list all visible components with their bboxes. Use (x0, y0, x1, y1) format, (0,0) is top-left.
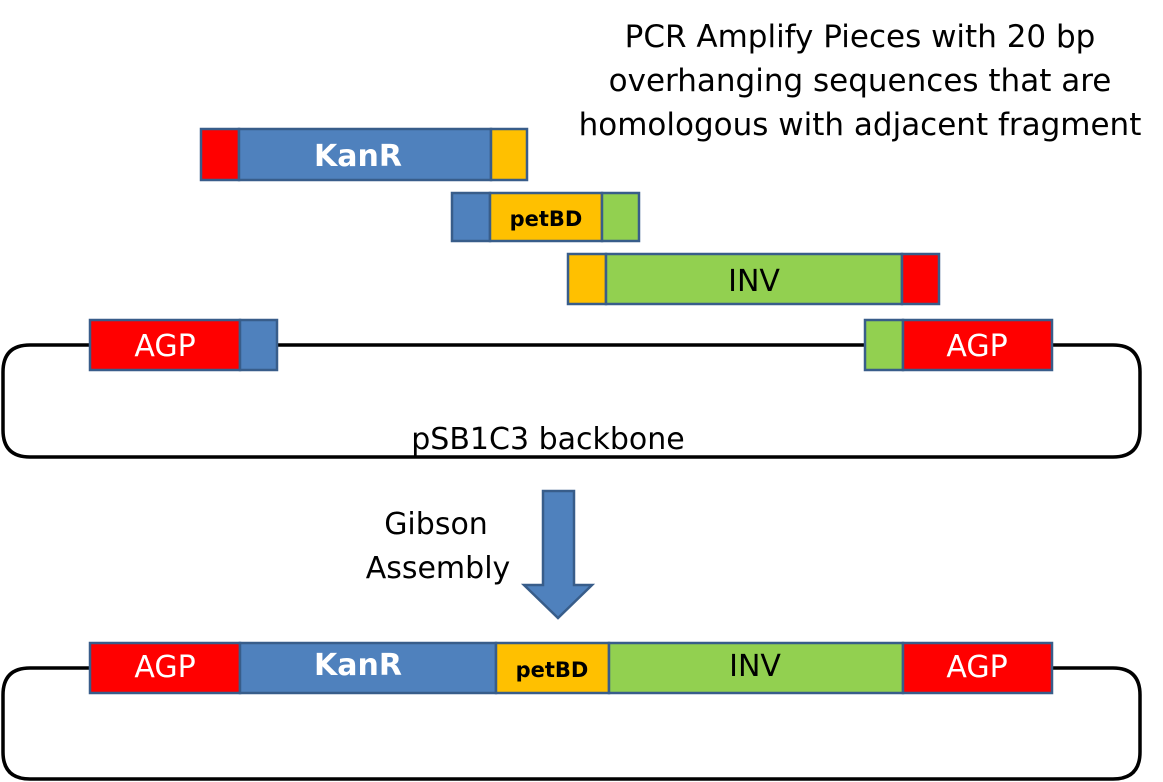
assembled-backbone-line (1, 666, 1142, 781)
backbone-line (1, 343, 1142, 459)
assembled-agp-left (88, 641, 242, 695)
step-label-line-1: Gibson (384, 507, 488, 542)
down-arrow-icon (520, 489, 596, 620)
petbd-body (488, 191, 604, 243)
kanr-fragment: KanR (199, 127, 529, 182)
backbone-loop: pSB1C3 backbone (1, 343, 1142, 459)
heading-line-1: PCR Amplify Pieces with 20 bp (625, 19, 1096, 55)
assembled-construct: AGP KanR petBD INV AGP (1, 641, 1142, 781)
assembled-petbd-label: petBD (516, 658, 589, 682)
assembled-inv-label: INV (729, 649, 781, 684)
petbd-left-overhang (450, 191, 492, 243)
assembled-petbd (494, 641, 611, 695)
assembled-kanr-label: KanR (314, 648, 402, 683)
step-label-line-2: Assembly (366, 551, 511, 586)
assembly-step: Gibson Assembly (366, 489, 596, 620)
assembled-agp-left-label: AGP (134, 650, 195, 685)
backbone-name: pSB1C3 backbone (411, 422, 685, 457)
assembled-inv (607, 641, 905, 695)
inv-label: INV (728, 264, 780, 299)
assembled-agp-right (901, 641, 1054, 695)
backbone-left-agp-label: AGP (134, 329, 195, 364)
kanr-left-overhang (199, 127, 241, 182)
heading-line-3: homologous with adjacent fragment (579, 107, 1142, 143)
kanr-label: KanR (314, 139, 402, 174)
kanr-right-overhang (489, 127, 529, 182)
backbone-right-agp (901, 318, 1054, 372)
inv-left-overhang (566, 252, 608, 306)
backbone-right-agp-label: AGP (946, 329, 1007, 364)
assembled-kanr (238, 641, 498, 695)
backbone-right-end: AGP (863, 318, 1054, 372)
backbone-left-end: AGP (88, 318, 279, 372)
assembled-agp-right-label: AGP (946, 650, 1007, 685)
inv-body (604, 252, 904, 306)
petbd-fragment: petBD (450, 191, 641, 243)
petbd-right-overhang (600, 191, 641, 243)
kanr-body (237, 127, 493, 182)
inv-right-overhang (900, 252, 941, 306)
heading-line-2: overhanging sequences that are (609, 63, 1112, 99)
heading: PCR Amplify Pieces with 20 bp overhangin… (579, 19, 1142, 143)
petbd-label: petBD (510, 207, 583, 231)
inv-fragment: INV (566, 252, 941, 306)
backbone-left-overhang (238, 318, 279, 372)
backbone-right-overhang (863, 318, 905, 372)
